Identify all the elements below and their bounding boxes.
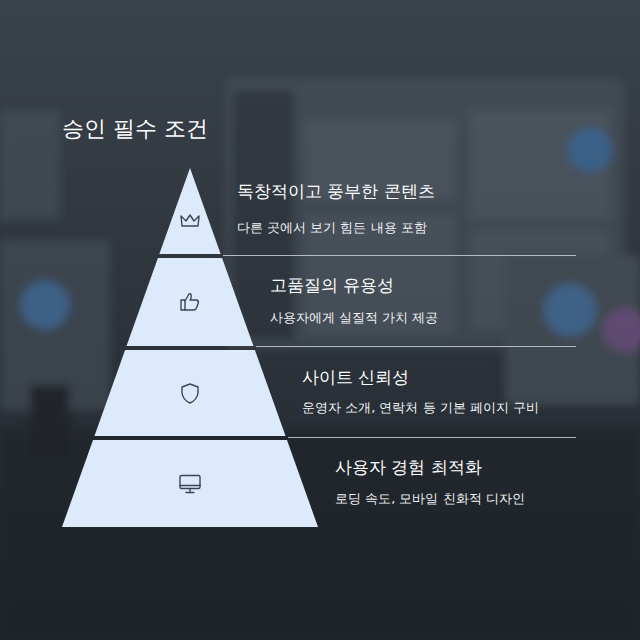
pyramid-band: 사이트 신뢰성운영자 소개, 연락처 등 기본 페이지 구비 [0,350,640,436]
band-description: 운영자 소개, 연락처 등 기본 페이지 구비 [302,399,539,417]
band-shape [0,258,640,346]
band-heading: 고품질의 유용성 [270,274,394,296]
band-shape [0,440,640,527]
band-description: 다른 곳에서 보기 힘든 내용 포함 [237,219,427,237]
band-heading: 사용자 경험 최적화 [335,456,482,478]
band-heading: 독창적이고 풍부한 콘텐츠 [237,180,435,202]
band-shape [0,168,640,254]
pyramid-band: 독창적이고 풍부한 콘텐츠다른 곳에서 보기 힘든 내용 포함 [0,168,640,254]
band-shape [0,350,640,436]
band-heading: 사이트 신뢰성 [302,366,409,388]
band-description: 사용자에게 실질적 가치 제공 [270,309,438,327]
band-description: 로딩 속도, 모바일 친화적 디자인 [335,490,525,508]
pyramid-band: 고품질의 유용성사용자에게 실질적 가치 제공 [0,258,640,346]
pyramid-band: 사용자 경험 최적화로딩 속도, 모바일 친화적 디자인 [0,440,640,527]
diagram-title: 승인 필수 조건 [62,114,208,144]
